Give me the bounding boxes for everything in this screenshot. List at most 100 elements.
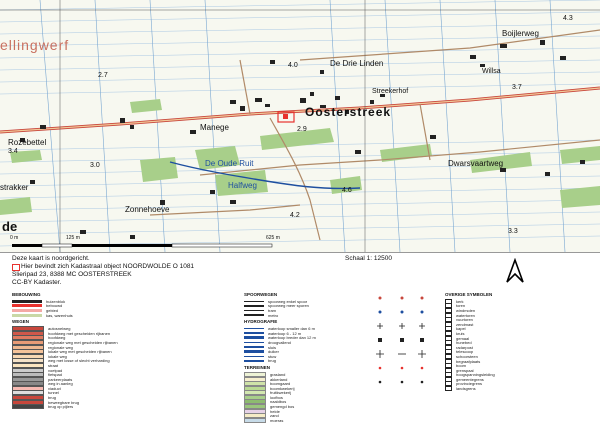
map-label-de-drie-linden: De Drie Linden [330,59,384,68]
map-label-boijlerweg: Boijlerweg [502,29,539,38]
legend-swatch-icon [244,385,266,391]
legend-item-label: watertoren [456,312,475,318]
legend-item-label: fietspad [48,372,63,378]
legend-item-label: boomkwekerij [270,385,295,391]
spot-height: 4.6 [342,187,352,194]
legend-item-label: kas, warenhuis [46,312,73,318]
info-line-address: Slieripad 23, 8388 MC OOSTERSTREEK [12,271,132,278]
legend-symbols-icon [376,296,426,384]
legend-swatch-icon [244,305,264,307]
legend-item-label: droogvallend [268,339,291,345]
legend-item-label: autosnelweg [48,326,71,332]
legend-item: gemeentegrens [445,376,595,382]
legend-swatch-icon [445,340,452,346]
spot-height: 3.4 [8,148,18,155]
map-label-municipality: ellingwerf [0,37,70,53]
legend-item-label: waterloop smaller dan 6 m [268,326,315,332]
legend-swatch-icon [244,350,264,354]
legend-swatch-icon [12,344,44,350]
legend-item-label: hoogspanningsleiding [456,372,495,378]
legend-item-label: tram [268,307,276,313]
property-marker[interactable] [277,111,295,123]
legend-swatch-icon [12,362,44,368]
info-line-orientation: Deze kaart is noordgericht. [12,255,90,262]
legend-swatch-icon [445,376,452,382]
scale-label-0: 0 m [10,235,19,241]
legend-swatch-icon [445,363,452,369]
legend-swatch-icon [445,303,452,309]
legend-swatch-icon [244,390,266,396]
legend-item: gebied [12,308,192,313]
legend-item: vuurtoren [445,317,595,323]
legend-item-label: regionale weg [48,344,73,350]
legend-column-2: Spoorwegen spoorweg enkel spoorspoorweg … [244,292,384,423]
legend-item: loofbos [244,394,384,400]
legend-swatch-icon [445,353,452,359]
legend-item-label: metro [268,312,279,318]
legend-item: boomkwekerij [244,385,384,391]
map-label-de: de [2,219,18,234]
legend-item: stuw [244,354,384,359]
legend-item: waterloop breder dan 12 m [244,335,384,340]
legend-swatch-icon [244,355,264,357]
legend-header: Overige symbolen [445,292,493,297]
legend-item: telescoop [445,349,595,355]
legend-item: weg in aanleg [12,381,192,387]
legend-item: spoorweg meer sporen [244,303,384,308]
legend-swatch-icon [445,367,452,373]
legend-item: metro [244,313,384,318]
legend-swatch-icon [12,358,44,364]
legend-item-label: hoofdweg [48,335,66,341]
legend-item-label: toren [456,303,466,309]
legend-item: begraafplaats [445,358,595,364]
map-label-rozebettel: Rozebettel [8,138,47,147]
legend-item-label: gebied [46,307,59,313]
legend-swatch-icon [12,390,44,396]
legend-item: radarpost [445,344,595,350]
legend-item-label: weg met losse of slecht verharding [48,358,110,364]
legend-item: kas, warenhuis [12,313,192,318]
legend-item: hoogspanningsleiding [445,372,595,378]
legend-item: boom [445,363,595,369]
info-line-license: CC-BY Kadaster. [12,279,62,286]
map-label-zonnehoeve: Zonnehoeve [125,205,170,214]
legend-swatch-icon [244,332,264,335]
legend-item: boomgaard [244,381,384,387]
map-label-manege: Manege [200,123,229,132]
legend-item-label: akkerland [270,376,288,382]
legend-swatch-icon [12,376,44,382]
info-line-object: Hier bevindt zich Kadastraal object NOOR… [21,263,195,270]
legend-swatch-icon [445,335,452,341]
map-view[interactable]: ellingwerf Oosterstreek De Drie Linden B… [0,0,600,252]
legend-item-label: loofbos [270,394,283,400]
map-label-halfweg: Halfweg [228,181,257,190]
legend-item: bebouwd [12,303,192,309]
legend-swatch-icon [12,367,44,373]
legend-swatch-icon [12,335,44,341]
legend-item-label: parkeerplaats [48,376,73,382]
legend-item-label: kruis [456,330,465,336]
legend-item-label: boomgaard [270,381,291,387]
legend-item-label: grenspaal [456,367,474,373]
legend-swatch-icon [244,346,264,349]
legend-swatch-icon [12,326,44,332]
legend-item: brug op pijlers [12,404,192,410]
legend-item-label: zendmast [456,321,474,327]
scale-label-625: 625 m [266,235,280,241]
legend-item-label: brug op pijlers [48,404,74,410]
legend-swatch-icon [445,298,452,304]
legend-item-label: spoorweg enkel spoor [268,298,308,304]
legend-item-label: regionale weg met gescheiden rijbanen [48,339,118,345]
legend-item-label: schoorsteen [456,353,478,359]
legend-swatch-icon [445,312,452,318]
legend-item: straat [12,362,192,368]
legend-item-label: voetpad [48,367,63,373]
legend-swatch-icon [244,359,264,362]
legend-item: tram [244,308,384,313]
legend-swatch-icon [12,404,44,410]
legend-item: provinciegrens [445,381,595,387]
legend-swatch-icon [244,341,264,343]
legend-item: sluis [244,345,384,350]
legend-item-label: bebouwd [46,303,63,309]
